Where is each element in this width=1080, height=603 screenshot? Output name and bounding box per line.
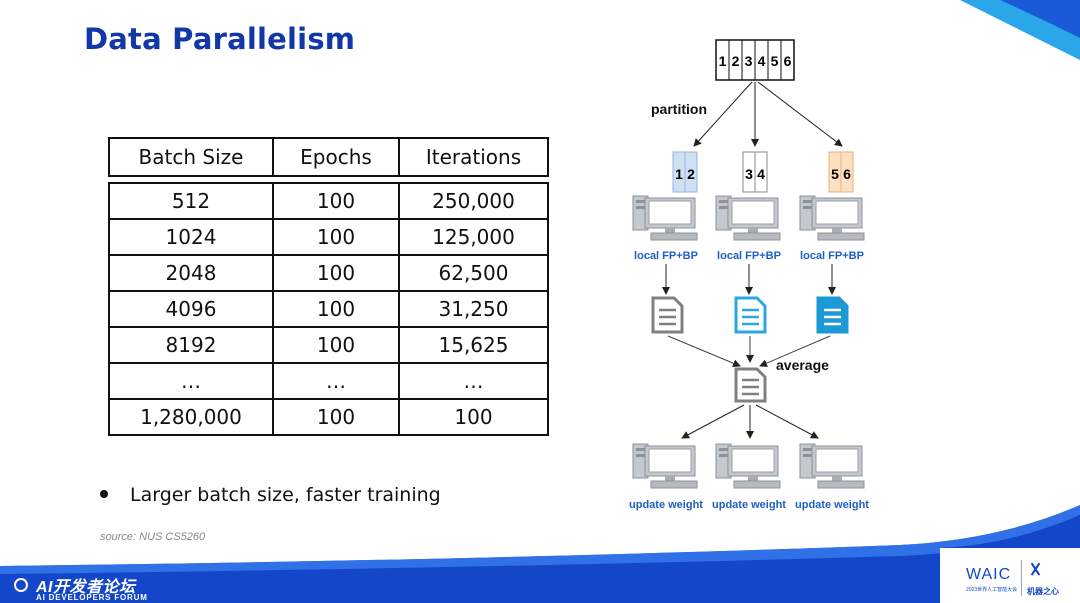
cell-epochs: 100 <box>272 398 400 436</box>
computer-icon <box>715 195 781 241</box>
partition-block: 6 <box>843 166 851 182</box>
partition-block: 5 <box>831 166 839 182</box>
cell-batch-size: … <box>108 362 274 400</box>
cell-epochs: … <box>272 362 400 400</box>
cell-iterations: … <box>398 362 549 400</box>
logo-divider <box>1021 560 1022 596</box>
bullet-point: Larger batch size, faster training <box>100 484 441 506</box>
update-label: update weight <box>629 499 703 511</box>
jqzx-name: 机器之心 <box>1027 587 1059 596</box>
waic-subtitle: 2023世界人工智能大会 <box>966 587 1018 593</box>
bullet-dot-icon <box>100 489 108 498</box>
jqzx-logo-icon: 𐌗 <box>1030 562 1041 579</box>
cell-epochs: 100 <box>272 182 400 220</box>
computer-icon <box>799 195 865 241</box>
partition-block: 3 <box>745 166 753 182</box>
data-block: 5 <box>771 53 779 69</box>
partition-block: 1 <box>675 166 683 182</box>
cell-iterations: 125,000 <box>398 218 549 256</box>
computer-icon <box>715 443 781 489</box>
data-block: 4 <box>758 53 766 69</box>
partition-5-6: 5 6 <box>828 151 854 193</box>
cell-batch-size: 2048 <box>108 254 274 292</box>
gradient-doc-icon <box>651 296 684 334</box>
cell-iterations: 15,625 <box>398 326 549 364</box>
computer-icon <box>632 195 698 241</box>
forum-logo-icon <box>14 578 28 592</box>
cell-iterations: 62,500 <box>398 254 549 292</box>
header-batch-size: Batch Size <box>108 137 274 177</box>
partition-1-2: 1 2 <box>672 151 698 193</box>
partition-arrow <box>757 81 843 147</box>
table-header-row: Batch Size Epochs Iterations <box>108 137 549 177</box>
gradient-doc-icon <box>816 296 849 334</box>
cell-batch-size: 8192 <box>108 326 274 364</box>
cell-batch-size: 1024 <box>108 218 274 256</box>
update-label: update weight <box>795 499 869 511</box>
cell-epochs: 100 <box>272 254 400 292</box>
forum-name-en: AI DEVELOPERS FORUM <box>36 593 148 602</box>
waic-logo: WAIC <box>966 566 1012 583</box>
worker-label: local FP+BP <box>717 250 781 262</box>
data-block: 3 <box>745 53 753 69</box>
forum-name-cn: AI开发者论坛 <box>36 579 136 596</box>
computer-icon <box>799 443 865 489</box>
average-label: average <box>776 357 829 373</box>
cell-batch-size: 512 <box>108 182 274 220</box>
cell-iterations: 250,000 <box>398 182 549 220</box>
update-label: update weight <box>712 499 786 511</box>
cell-epochs: 100 <box>272 290 400 328</box>
source-citation: source: NUS CS5260 <box>100 531 206 543</box>
data-block: 2 <box>732 53 740 69</box>
data-block: 1 <box>719 53 727 69</box>
gradient-doc-icon <box>734 296 767 334</box>
worker-label: local FP+BP <box>634 250 698 262</box>
partition-3-4: 3 4 <box>742 151 768 193</box>
worker-label: local FP+BP <box>800 250 864 262</box>
header-epochs: Epochs <box>272 137 400 177</box>
partition-arrow <box>693 81 753 147</box>
bullet-text: Larger batch size, faster training <box>130 484 441 506</box>
partition-block: 2 <box>687 166 695 182</box>
cell-iterations: 100 <box>398 398 549 436</box>
cell-epochs: 100 <box>272 218 400 256</box>
cell-batch-size: 4096 <box>108 290 274 328</box>
cell-epochs: 100 <box>272 326 400 364</box>
data-batch-strip: 1 2 3 4 5 6 <box>715 39 795 81</box>
cell-batch-size: 1,280,000 <box>108 398 274 436</box>
slide-title: Data Parallelism <box>84 22 356 56</box>
partition-label: partition <box>651 101 707 117</box>
table-row: ……… <box>108 362 549 400</box>
header-iterations: Iterations <box>398 137 549 177</box>
data-parallelism-diagram: 1 2 3 4 5 6 partition 1 2 3 4 5 6 local … <box>629 39 869 511</box>
averaged-gradient-doc-icon <box>734 367 767 403</box>
data-block: 6 <box>784 53 792 69</box>
partition-block: 4 <box>757 166 765 182</box>
computer-icon <box>632 443 698 489</box>
cell-iterations: 31,250 <box>398 290 549 328</box>
